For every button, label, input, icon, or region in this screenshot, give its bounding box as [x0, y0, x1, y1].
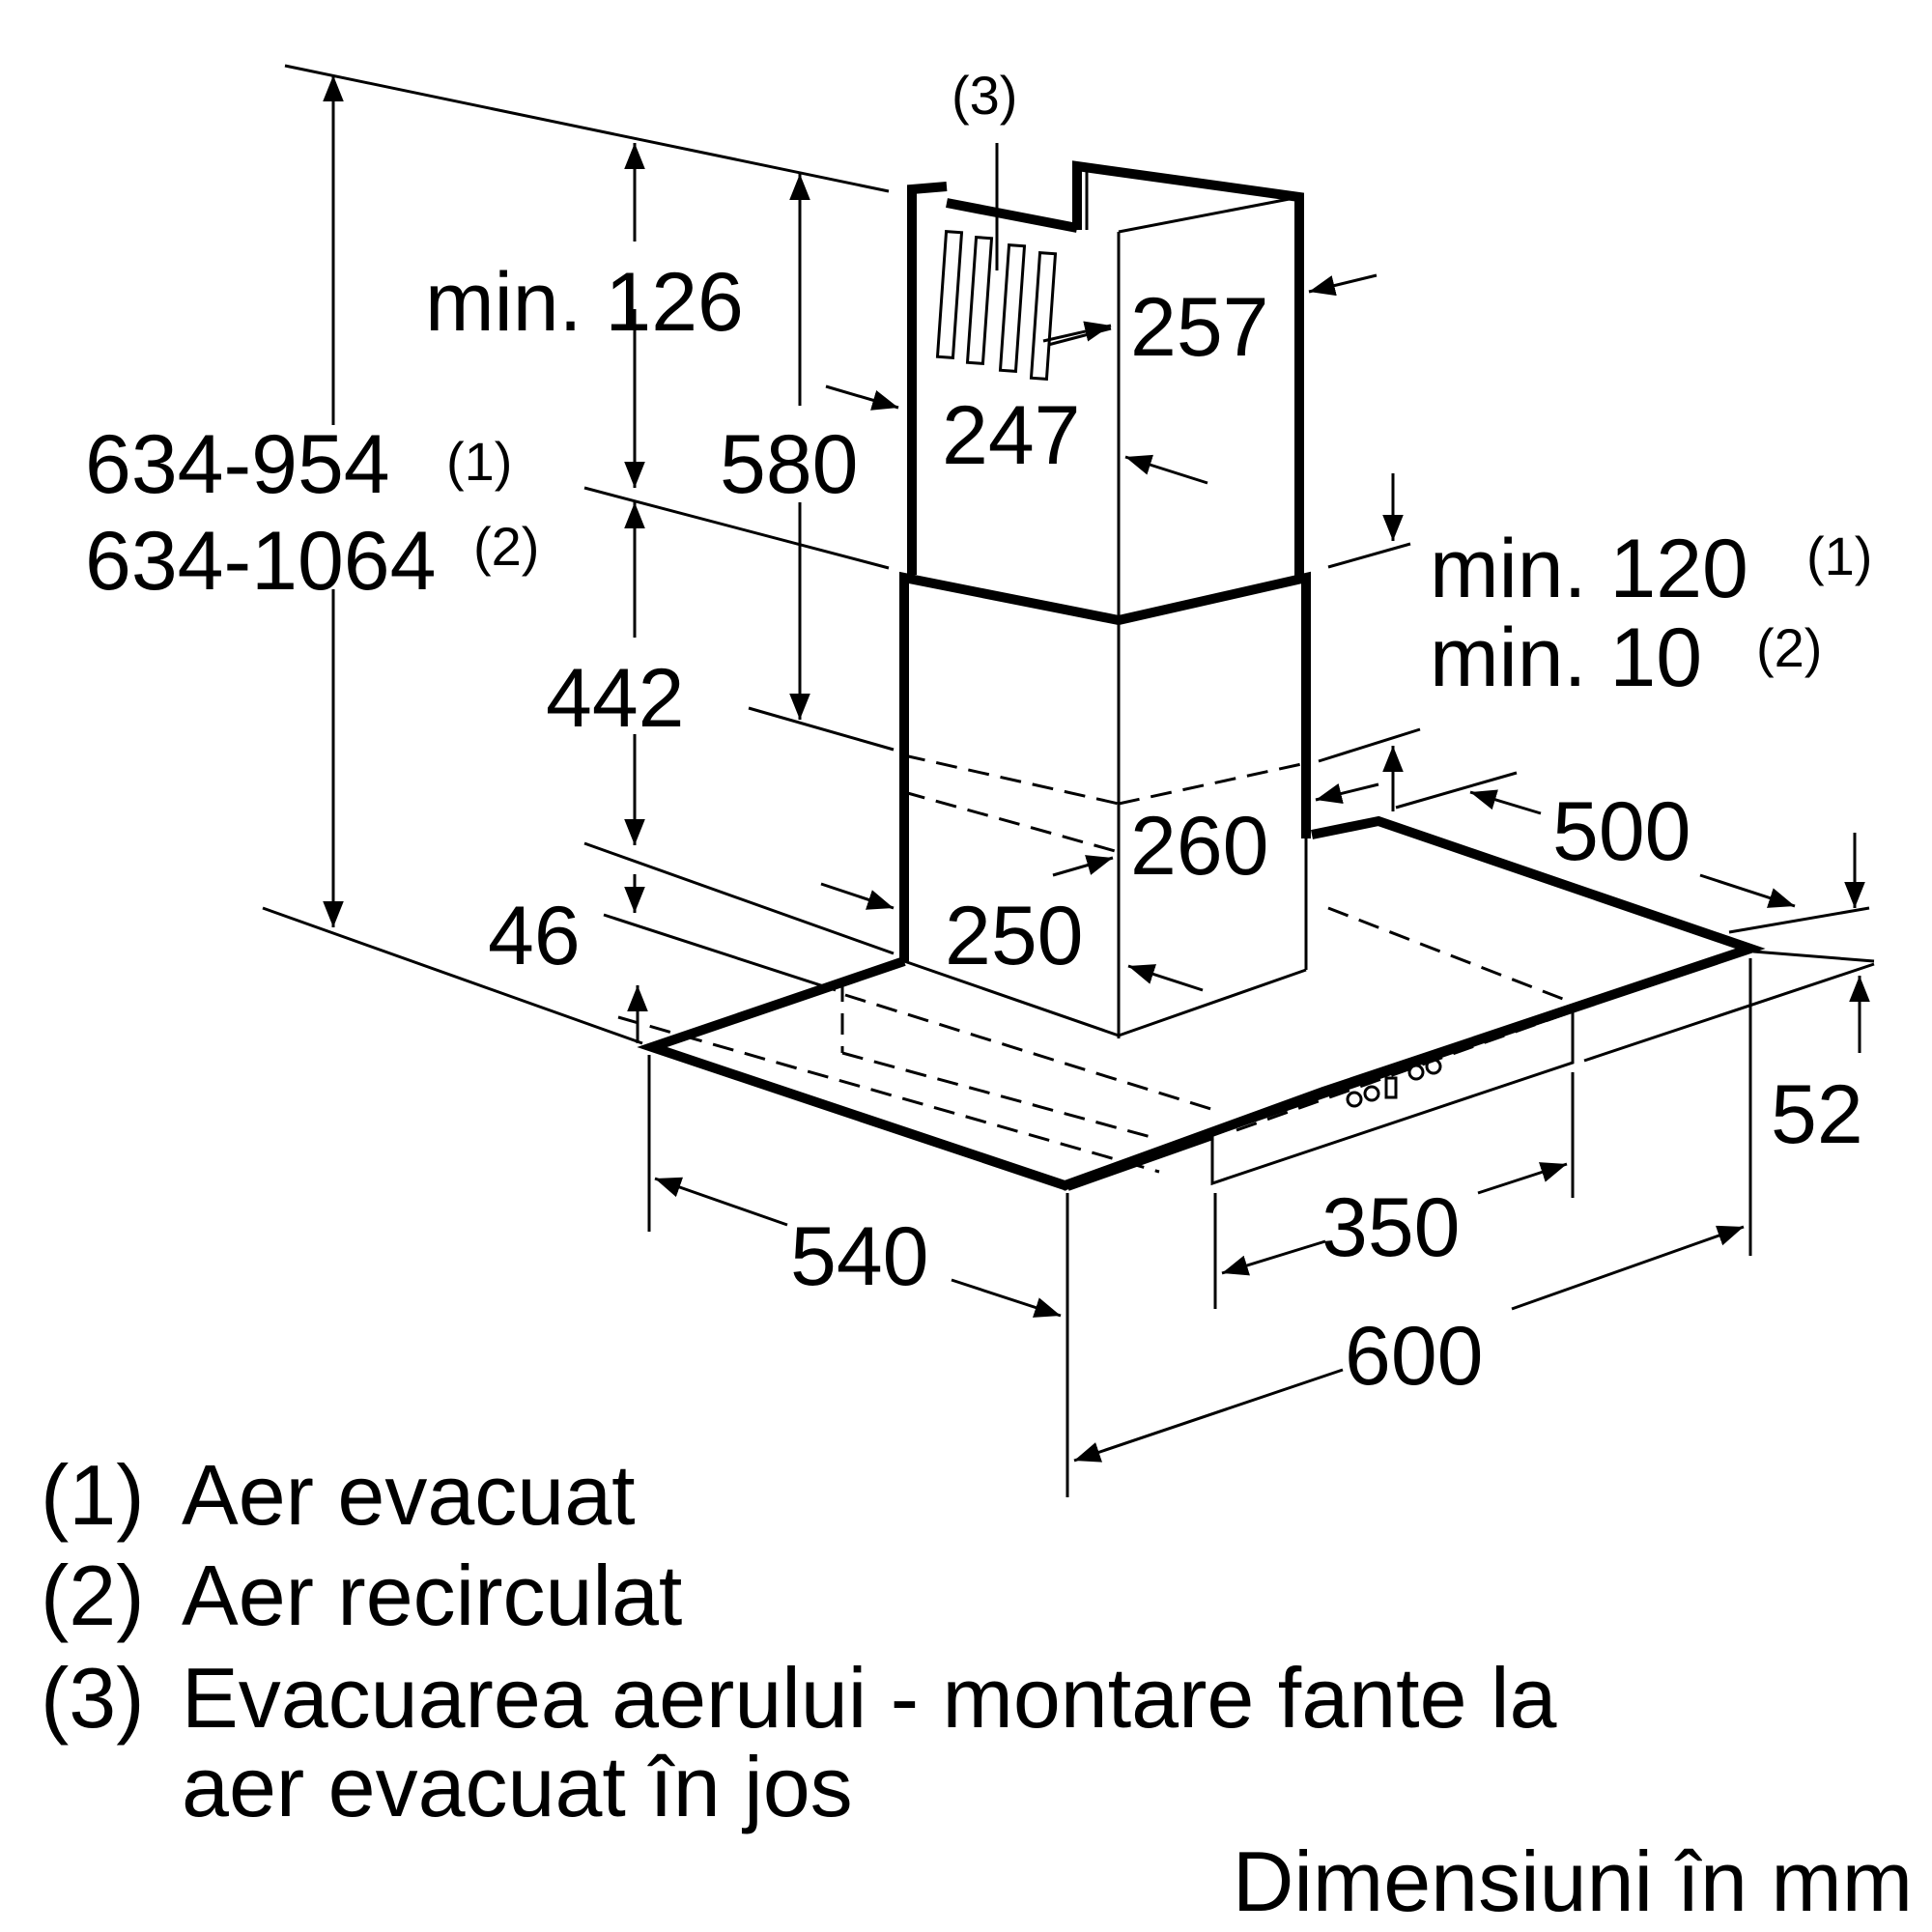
- dim-total-exhaust: 634-954: [85, 418, 390, 511]
- dim-250: 250: [945, 890, 1084, 982]
- dim-600: 600: [1345, 1310, 1484, 1403]
- units-note: Dimensiuni în mm: [1233, 1833, 1913, 1929]
- dim-500: 500: [1552, 785, 1691, 878]
- dimension-labels: (3) min. 126 257 247 580 634-954 (1) 634…: [85, 65, 1872, 1403]
- legend-item-2-text: Aer recirculat: [182, 1548, 682, 1643]
- callout-3-label: (3): [952, 65, 1017, 126]
- control-knob-icon: [1363, 1085, 1380, 1102]
- dim-350: 350: [1321, 1181, 1461, 1274]
- legend-item-1-number: (1): [41, 1447, 145, 1543]
- dim-min-10: min. 10: [1430, 611, 1702, 704]
- control-panel: [1210, 1009, 1575, 1186]
- dim-46: 46: [488, 890, 581, 982]
- dim-580: 580: [720, 418, 859, 511]
- extension-lines: [262, 64, 1875, 1497]
- legend-item-1-text: Aer evacuat: [182, 1447, 636, 1543]
- hidden-lines: [617, 753, 1574, 1174]
- chimney-edges: [903, 166, 1308, 1038]
- legend-item-3-text-line-1: Evacuarea aerului - montare fante la: [182, 1650, 1557, 1746]
- dim-min-120-note: (1): [1806, 526, 1872, 586]
- legend-item-3-text-line-2: aer evacuat în jos: [182, 1739, 853, 1834]
- dim-min-126: min. 126: [425, 256, 744, 349]
- dim-247: 247: [942, 389, 1081, 482]
- legend-item-3-number: (3): [41, 1650, 145, 1746]
- dim-260: 260: [1130, 800, 1269, 893]
- dim-total-recirculation-note: (2): [473, 516, 539, 577]
- dim-442: 442: [546, 652, 685, 745]
- dim-min-120: min. 120: [1430, 523, 1748, 615]
- control-knob-icon: [1407, 1064, 1425, 1081]
- dim-total-exhaust-note: (1): [446, 431, 512, 492]
- dim-total-recirculation: 634-1064: [85, 515, 436, 608]
- dim-540: 540: [790, 1210, 929, 1303]
- dim-257: 257: [1130, 281, 1269, 374]
- hood-outline: [637, 160, 1766, 1191]
- control-knob-icon: [1346, 1091, 1363, 1108]
- dim-52: 52: [1771, 1068, 1863, 1161]
- legend: (1) Aer evacuat (2) Aer recirculat (3) E…: [41, 1447, 1557, 1834]
- dim-min-10-note: (2): [1756, 617, 1822, 678]
- exhaust-slots: [935, 229, 1058, 382]
- legend-item-2-number: (2): [41, 1548, 145, 1643]
- control-switch-icon: [1384, 1076, 1398, 1099]
- dimension-arrows: [323, 75, 1870, 1463]
